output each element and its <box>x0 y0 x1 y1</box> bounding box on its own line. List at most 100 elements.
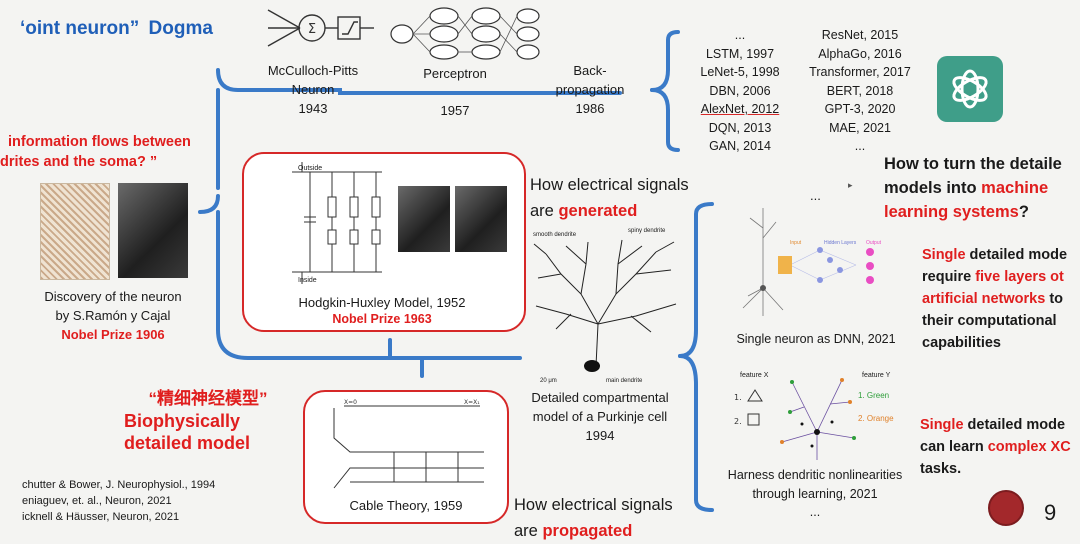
purkinje-label-scale: 20 μm <box>540 378 557 384</box>
mcp-label: McCulloch-Pitts Neuron 1943 <box>248 61 378 118</box>
cable-theory-box <box>303 390 509 524</box>
reference-item: eniaguev, et. al., Neuron, 2021 <box>22 495 172 507</box>
biophysical-label: Biophysically detailed model <box>124 410 250 454</box>
right-q-highlight2: learning systems <box>884 203 1019 221</box>
ml-item: DBN, 2006 <box>709 83 771 98</box>
connector-lines <box>198 30 714 512</box>
purkinje-year: 1994 <box>585 428 615 443</box>
single2-b: detailed mode <box>963 417 1066 433</box>
single1-h: capabilities <box>922 335 1001 351</box>
single2-a: Single <box>920 417 964 433</box>
biophysical-line1: Biophysically <box>124 411 241 431</box>
discovery-line2: by S.Ramón y Cajal <box>55 308 171 323</box>
harness-neuron-drawing <box>780 378 856 460</box>
ml-item: GPT-3, 2020 <box>824 102 896 116</box>
propagated-highlight: propagated <box>542 522 633 540</box>
svg-text:2.: 2. <box>734 417 742 426</box>
propagated-line1: How electrical signals <box>514 496 673 514</box>
single1-a: Single <box>922 247 966 263</box>
question-line2: drites and the soma? ” <box>0 154 158 170</box>
hh-inside-label: Inside <box>298 277 317 284</box>
generated-highlight: generated <box>558 202 638 220</box>
mcp-neuron-diagram: Σ <box>267 9 374 47</box>
perceptron-label: Perceptron <box>423 66 487 81</box>
backprop-line1: Back- <box>573 63 607 78</box>
dnn-hidden-label: Hidden Layers <box>824 240 857 246</box>
single2-d: complex XC <box>987 439 1071 455</box>
huxley-portrait <box>455 186 507 252</box>
university-seal-logo <box>988 490 1024 526</box>
hodgkin-portrait <box>398 186 450 252</box>
purkinje-label-spiny: spiny dendrite <box>628 228 666 234</box>
harness-shapes: 1. 2. <box>734 389 763 426</box>
generated-text: How electrical signals are generated <box>530 172 689 224</box>
ml-item: ... <box>854 139 866 153</box>
dnn-input-label: Input <box>790 240 802 246</box>
chinese-label: “精细神经模型” <box>148 389 268 408</box>
mcp-line1: McCulloch-Pitts <box>267 63 359 78</box>
biophysical-line2: detailed model <box>124 433 251 453</box>
harness-line1: Harness dendritic nonlinearities <box>727 468 903 482</box>
single1-f: to <box>1045 291 1064 307</box>
right-q-highlight1: machine <box>981 179 1049 197</box>
purkinje-label-main: main dendrite <box>606 378 643 384</box>
generated-line1: How electrical signals <box>530 176 689 194</box>
single2-c: can learn <box>920 439 988 455</box>
ml-item: Transformer, 2017 <box>809 65 911 79</box>
ml-item: AlphaGo, 2016 <box>818 46 902 61</box>
ml-item: DQN, 2013 <box>708 120 772 135</box>
slide-title: ʻoint neuron” Dogma <box>20 18 213 40</box>
references: chutter & Bower, J. Neurophysiol., 1994 … <box>22 477 215 525</box>
single2-e: tasks. <box>920 461 962 477</box>
dnn-network-diagram <box>778 247 874 284</box>
openai-knot-icon <box>952 69 988 109</box>
harness-feature-y: feature Y <box>862 372 891 379</box>
generated-prefix: are <box>530 202 559 220</box>
single1-e: artificial networks <box>922 291 1046 307</box>
harness-feature-x: feature X <box>740 372 769 379</box>
purkinje-label-smooth: smooth dendrite <box>533 232 577 238</box>
dnn-output-label: Output <box>866 240 882 246</box>
ml-item: AlexNet, 2012 <box>700 102 780 116</box>
ml-item: ResNet, 2015 <box>821 28 899 42</box>
perceptron-year: 1957 <box>440 103 470 118</box>
ml-item: GAN, 2014 <box>709 139 771 153</box>
purkinje-cell-drawing <box>533 239 677 372</box>
cajal-neuron-drawing <box>40 183 110 280</box>
right-single-text-1: Single detailed mode require five layers… <box>922 244 1067 354</box>
discovery-line1: Discovery of the neuron <box>44 289 182 304</box>
purkinje-line1: Detailed compartmental <box>531 390 669 405</box>
page-number: 9 <box>1044 500 1057 525</box>
backprop-year: 1986 <box>575 101 605 116</box>
backprop-line2: propagation <box>555 82 625 97</box>
right-q-suffix: ? <box>1018 203 1029 221</box>
svg-text:Σ: Σ <box>308 22 316 37</box>
discovery-caption: Discovery of the neuron by S.Ramón y Caj… <box>18 287 208 344</box>
title-suffix: Dogma <box>148 18 213 39</box>
mcp-year: 1943 <box>298 101 328 116</box>
dnn-caption: Single neuron as DNN, 2021 <box>736 332 896 346</box>
reference-item: chutter & Bower, J. Neurophysiol., 1994 <box>22 479 216 491</box>
right-q-line1: How to turn the detaile <box>884 155 1062 173</box>
propagated-prefix: are <box>514 522 543 540</box>
title-prefix: ʻoint neuron” <box>20 18 140 39</box>
single1-c: require <box>922 269 976 285</box>
dnn-dots: ... <box>810 188 821 203</box>
ml-milestones-col1: ... LSTM, 1997 LeNet-5, 1998 DBN, 2006 A… <box>690 26 790 156</box>
single1-g: their computational <box>922 313 1057 329</box>
harness-orange: 2. Orange <box>858 414 894 423</box>
cable-caption: Cable Theory, 1959 <box>349 498 463 513</box>
ml-milestones-col2: ResNet, 2015 AlphaGo, 2016 Transformer, … <box>798 26 922 156</box>
backprop-label: Back- propagation 1986 <box>535 61 645 118</box>
harness-line2: through learning, 2021 <box>752 486 878 501</box>
ml-item: ... <box>734 28 746 42</box>
right-single-text-2: Single detailed mode can learn complex X… <box>920 414 1071 480</box>
perceptron-diagram <box>390 7 540 60</box>
hh-circuit-diagram <box>292 162 382 284</box>
hh-outside-label: Outside <box>298 165 323 172</box>
single1-b: detailed mode <box>965 247 1068 263</box>
discovery-prize: Nobel Prize 1906 <box>61 327 165 342</box>
right-question: How to turn the detaile models into mach… <box>884 152 1062 224</box>
svg-text:X=0: X=0 <box>344 399 357 406</box>
